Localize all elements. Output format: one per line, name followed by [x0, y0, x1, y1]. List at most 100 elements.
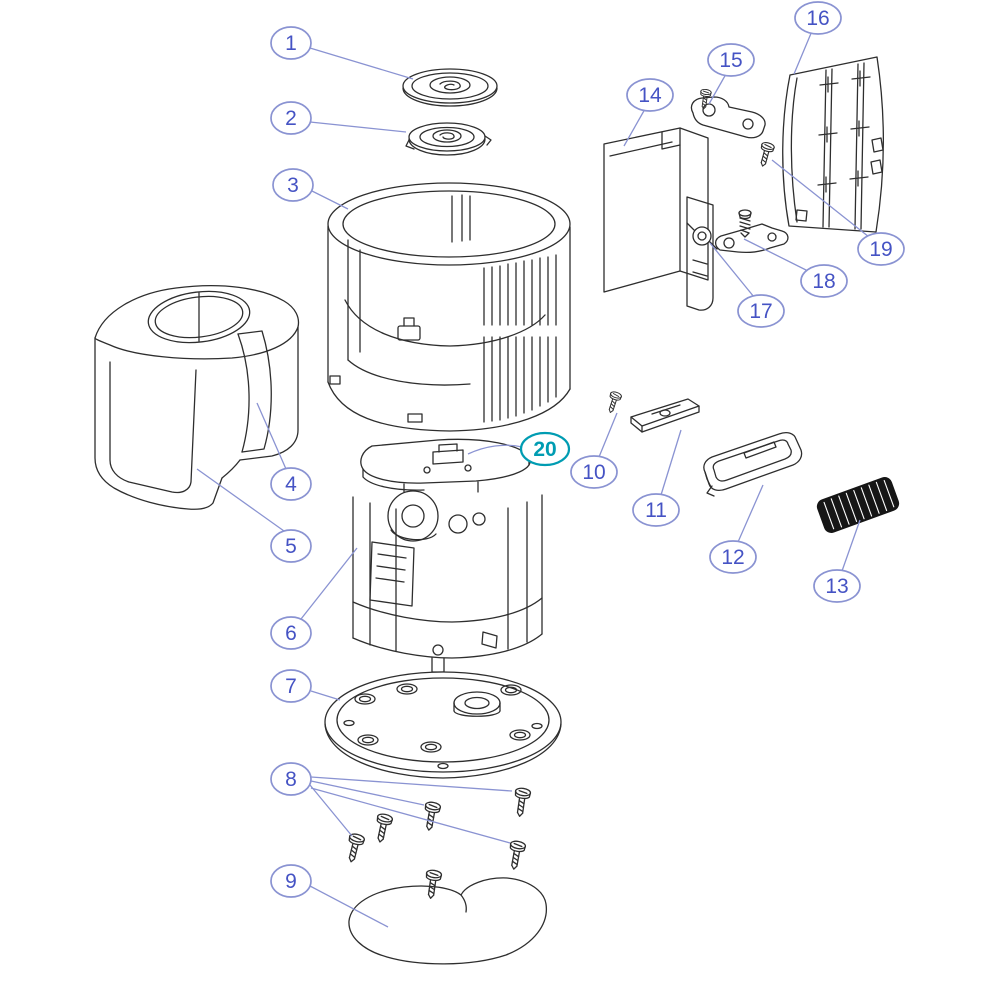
screw-icon [371, 812, 394, 845]
callout-label: 12 [721, 546, 744, 569]
callout-18[interactable]: 18 [800, 264, 848, 298]
callout-19[interactable]: 19 [857, 232, 905, 266]
callout-7[interactable]: 7 [270, 669, 312, 703]
callout-3[interactable]: 3 [272, 168, 314, 202]
part-5-outer-cover [94, 285, 300, 510]
callout-bubble [270, 669, 312, 703]
callout-bubble [270, 26, 312, 60]
callout-11[interactable]: 11 [632, 493, 680, 527]
callout-label: 4 [285, 473, 297, 496]
callout-2[interactable]: 2 [270, 101, 312, 135]
leader-line-16 [793, 30, 813, 75]
part-18-hinge-bracket [714, 209, 789, 254]
callout-bubble [800, 264, 848, 298]
screw-icon [422, 868, 443, 900]
callout-label: 15 [719, 49, 742, 72]
callout-bubble [626, 78, 674, 112]
part-16-ribbed-panel [782, 56, 884, 233]
callout-label: 3 [287, 174, 299, 197]
callout-13[interactable]: 13 [813, 569, 861, 603]
leader-line-5 [196, 468, 285, 532]
leader-line-15 [708, 73, 727, 105]
leader-line-8c [310, 776, 513, 792]
callout-bubble [794, 1, 842, 35]
callout-label: 19 [869, 238, 892, 261]
leader-line-8d [310, 787, 511, 844]
callouts: 1 2 3 4 5 6 7 8 [270, 1, 905, 898]
part-19-screw [755, 140, 776, 169]
callout-label: 16 [806, 7, 829, 30]
leader-line-17 [709, 242, 755, 298]
leader-line-10 [598, 412, 618, 458]
callout-bubble [270, 616, 312, 650]
callout-bubble [632, 493, 680, 527]
callout-label: 1 [285, 32, 297, 55]
callout-label: 2 [285, 107, 297, 130]
callout-16[interactable]: 16 [794, 1, 842, 35]
callout-15[interactable]: 15 [707, 43, 755, 77]
callout-8[interactable]: 8 [270, 762, 312, 796]
screw-icon [697, 88, 713, 111]
part-12-side-door [703, 432, 803, 497]
screw-icon [511, 786, 532, 818]
callout-bubble [737, 294, 785, 328]
part-3-main-housing [327, 182, 571, 432]
leader-lines [196, 30, 870, 928]
callout-14[interactable]: 14 [626, 78, 674, 112]
part-17-hinge [686, 222, 718, 250]
part-14-battery-door [603, 127, 714, 311]
leader-line-7 [310, 690, 341, 701]
leader-line-1 [309, 47, 414, 80]
callout-label: 13 [825, 575, 848, 598]
callout-bubble [519, 431, 571, 467]
callout-label: 17 [749, 300, 772, 323]
part-1-top-cap [402, 68, 498, 107]
callout-12[interactable]: 12 [709, 540, 757, 574]
callout-label: 11 [645, 499, 667, 522]
screw-icon [755, 140, 776, 169]
callout-bubble [709, 540, 757, 574]
callout-5[interactable]: 5 [270, 529, 312, 563]
leader-line-2 [309, 121, 407, 133]
callout-1[interactable]: 1 [270, 26, 312, 60]
leader-line-11 [660, 429, 682, 496]
leader-line-14 [623, 108, 646, 147]
part-13-vent-grille [816, 477, 900, 533]
callout-20[interactable]: 20 [519, 431, 571, 467]
callout-10[interactable]: 10 [570, 455, 618, 489]
callout-bubble [570, 455, 618, 489]
leader-line-4 [256, 402, 287, 470]
leader-line-9 [309, 885, 389, 928]
callout-label: 9 [285, 870, 297, 893]
part-7-base-plate [324, 671, 562, 779]
part-10-screw [604, 390, 623, 415]
part-15-top-bracket [690, 88, 766, 139]
callout-17[interactable]: 17 [737, 294, 785, 328]
screw-icon [343, 832, 366, 865]
callout-bubble [813, 569, 861, 603]
part-2-inner-cap [405, 122, 492, 156]
leader-line-6 [300, 547, 358, 620]
callout-bubble [857, 232, 905, 266]
callout-label: 18 [812, 270, 835, 293]
callout-bubble [272, 168, 314, 202]
callout-4[interactable]: 4 [270, 467, 312, 501]
callout-9[interactable]: 9 [270, 864, 312, 898]
callout-label: 14 [638, 84, 662, 107]
part-20-top-plate [360, 438, 531, 491]
callout-6[interactable]: 6 [270, 616, 312, 650]
leader-line-3 [311, 190, 349, 210]
leader-line-18 [743, 238, 809, 272]
leader-line-8a [309, 784, 353, 837]
callout-bubble [270, 762, 312, 796]
screw-icon [604, 390, 623, 415]
callout-label: 20 [533, 438, 556, 461]
part-4-inner-shell [237, 330, 272, 453]
callout-bubble [270, 529, 312, 563]
leader-line-20 [467, 444, 523, 455]
callout-label: 10 [582, 461, 605, 484]
callout-label: 8 [285, 768, 297, 791]
callout-bubble [707, 43, 755, 77]
